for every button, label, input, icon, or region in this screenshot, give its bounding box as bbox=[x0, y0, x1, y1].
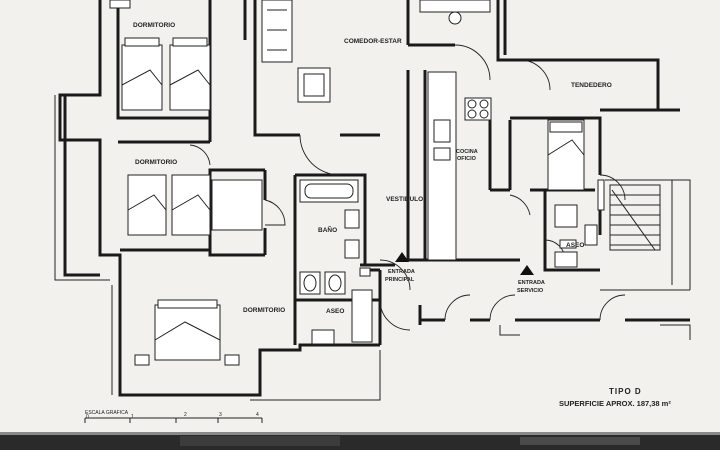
room-label-cocina: COCINA bbox=[456, 149, 478, 155]
tipo-label: TIPO D bbox=[609, 387, 642, 396]
scale-tick-4: 4 bbox=[256, 412, 259, 418]
room-label-dormitorio-1: DORMITORIO bbox=[133, 22, 175, 29]
room-label-aseo-1: ASEO bbox=[326, 308, 344, 315]
room-label-tendedero: TENDEDERO bbox=[571, 82, 612, 89]
walls bbox=[58, 0, 690, 397]
room-label-aseo-2: ASEO bbox=[566, 242, 584, 249]
room-label-dormitorio-3: DORMITORIO bbox=[243, 307, 285, 314]
plan-info: TIPO D SUPERFICIE APROX. 187,38 m² bbox=[559, 387, 671, 408]
entrada-principal-label-1: ENTRADA bbox=[388, 269, 415, 275]
stairs bbox=[609, 184, 661, 251]
entrada-servicio-label-1: ENTRADA bbox=[518, 280, 545, 286]
entrada-principal-label-2: PRINCIPAL bbox=[385, 277, 415, 283]
room-label-comedor-estar: COMEDOR-ESTAR bbox=[344, 38, 402, 45]
room-label-bano: BAÑO bbox=[318, 225, 337, 234]
entrada-servicio-label-2: SERVICIO bbox=[517, 288, 544, 294]
scale-tick-2: 2 bbox=[184, 412, 187, 418]
room-label-vestibulo: VESTIBULO bbox=[386, 196, 423, 203]
furniture bbox=[109, 0, 605, 366]
scale-tick-1: 1 bbox=[131, 414, 134, 420]
superficie-label: SUPERFICIE APROX. 187,38 m² bbox=[559, 399, 671, 408]
entrance-markers bbox=[359, 252, 534, 277]
doors bbox=[189, 39, 626, 331]
scale-tick-0: 0 bbox=[86, 414, 89, 420]
room-label-dormitorio-2: DORMITORIO bbox=[135, 159, 177, 166]
terrace-lines bbox=[54, 95, 691, 401]
scale-title: ESCALA GRAFICA bbox=[85, 410, 129, 416]
scale-bar: ESCALA GRAFICA 0 1 2 3 4 bbox=[84, 410, 263, 423]
scale-tick-3: 3 bbox=[219, 412, 222, 418]
room-label-oficio: OFICIO bbox=[457, 156, 477, 162]
entrance-labels: ENTRADA PRINCIPAL ENTRADA SERVICIO bbox=[385, 269, 545, 294]
room-labels: DORMITORIO DORMITORIO DORMITORIO COMEDOR… bbox=[133, 22, 612, 315]
